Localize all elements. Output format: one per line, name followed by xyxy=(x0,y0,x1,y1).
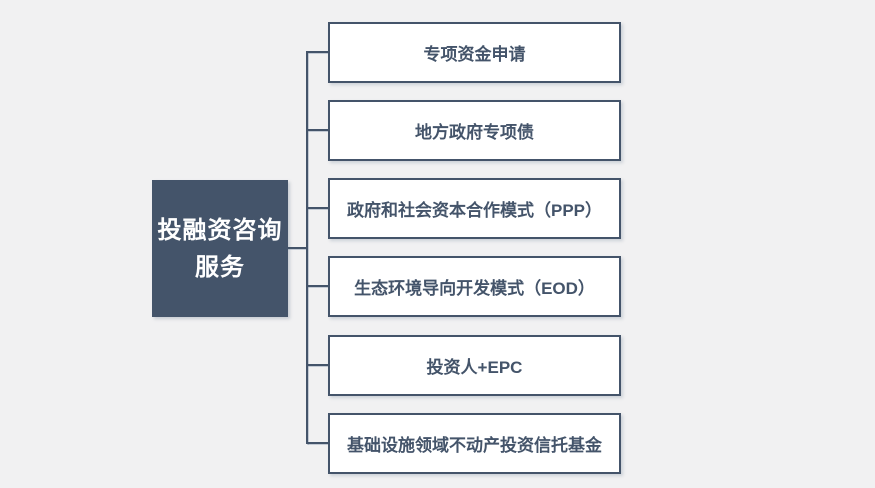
branch-node-label: 地方政府专项债 xyxy=(415,123,534,142)
connector-branch-3 xyxy=(308,207,328,209)
branch-node-special-fund-application: 专项资金申请 xyxy=(328,22,621,83)
root-node-label-line2: 服务 xyxy=(195,253,245,281)
connector-branch-4 xyxy=(308,285,328,287)
connector-trunk-line xyxy=(306,51,308,444)
connector-branch-5 xyxy=(308,364,328,366)
branch-node-local-government-special-bonds: 地方政府专项债 xyxy=(328,100,621,161)
root-node-investment-financing-consulting: 投融资咨询 服务 xyxy=(152,180,288,317)
branch-node-ppp-model: 政府和社会资本合作模式（PPP） xyxy=(328,178,621,239)
connector-branch-1 xyxy=(308,51,328,53)
connector-branch-2 xyxy=(308,129,328,131)
branch-node-label: 政府和社会资本合作模式（PPP） xyxy=(346,201,603,220)
branch-node-label: 投资人+EPC xyxy=(426,358,523,377)
branch-node-label: 生态环境导向开发模式（EOD） xyxy=(354,279,595,298)
connector-root-to-trunk xyxy=(288,247,306,249)
branch-node-label: 专项资金申请 xyxy=(423,45,526,64)
connector-branch-6 xyxy=(308,442,328,444)
branch-node-label: 基础设施领域不动产投资信托基金 xyxy=(347,436,602,455)
branch-node-investor-plus-epc: 投资人+EPC xyxy=(328,335,621,396)
branch-node-infrastructure-reits: 基础设施领域不动产投资信托基金 xyxy=(328,413,621,474)
branch-node-eod-model: 生态环境导向开发模式（EOD） xyxy=(328,256,621,317)
root-node-label-line1: 投融资咨询 xyxy=(157,216,283,244)
